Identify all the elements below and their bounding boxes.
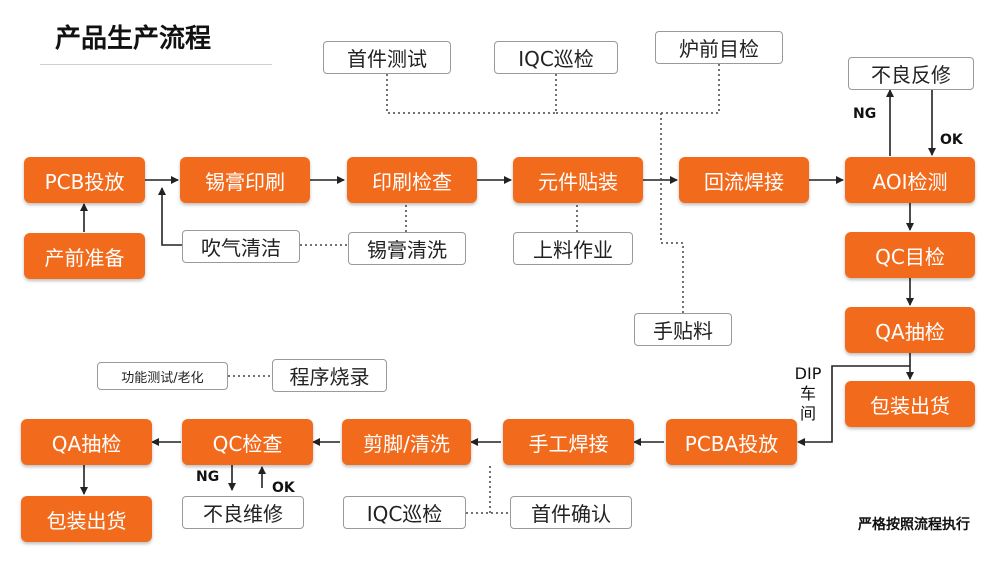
note-program-burn[interactable]: 程序烧录	[272, 359, 387, 392]
note-paste-wash[interactable]: 锡膏清洗	[348, 232, 466, 265]
note-iqc-patrol-2[interactable]: IQC巡检	[343, 496, 466, 529]
step-pcb-release[interactable]: PCB投放	[24, 157, 145, 203]
note-first-article-test[interactable]: 首件测试	[323, 41, 451, 74]
label-ng-qc: NG	[196, 469, 220, 485]
step-qc-visual[interactable]: QC目检	[845, 232, 975, 278]
title-underline	[40, 64, 272, 65]
label-dip-line-2: 车	[799, 384, 816, 403]
dotted-bus-to-manual	[660, 113, 684, 313]
step-pack-ship-1[interactable]: 包装出货	[845, 381, 975, 427]
arrow-blow-clean-feedback	[158, 187, 182, 246]
dotted-top-bus	[386, 74, 557, 114]
step-qa-sampling-2[interactable]: QA抽检	[21, 419, 152, 465]
label-dip-line-3: 间	[799, 404, 816, 423]
label-ok-aoi: OK	[940, 132, 963, 148]
step-paste-print[interactable]: 锡膏印刷	[180, 157, 310, 203]
label-dip-workshop: DIP 车 间	[788, 364, 828, 424]
note-feeder-work[interactable]: 上料作业	[513, 232, 633, 265]
step-pack-ship-2[interactable]: 包装出货	[21, 496, 152, 542]
step-component-mount[interactable]: 元件贴装	[513, 157, 643, 203]
step-qa-sampling-1[interactable]: QA抽检	[845, 307, 975, 353]
note-first-article-confirm[interactable]: 首件确认	[510, 496, 632, 529]
dotted-top-bus-right	[556, 64, 720, 114]
step-pcba-release[interactable]: PCBA投放	[666, 419, 797, 465]
arrow-qa-to-pcba	[797, 365, 910, 446]
note-pre-oven-check[interactable]: 炉前目检	[655, 31, 783, 64]
step-qc-inspect[interactable]: QC检查	[182, 419, 313, 465]
step-aoi[interactable]: AOI检测	[845, 157, 975, 203]
step-reflow[interactable]: 回流焊接	[679, 157, 809, 203]
note-manual-mount[interactable]: 手贴料	[634, 313, 732, 346]
note-iqc-patrol-1[interactable]: IQC巡检	[494, 41, 618, 74]
label-ok-qc: OK	[272, 480, 295, 496]
footer-note: 严格按照流程执行	[858, 517, 970, 533]
step-print-inspect[interactable]: 印刷检查	[347, 157, 477, 203]
page-title: 产品生产流程	[55, 24, 212, 54]
step-trim-clean[interactable]: 剪脚/清洗	[342, 419, 471, 465]
note-blow-clean[interactable]: 吹气清洁	[182, 230, 300, 263]
label-ng-aoi: NG	[853, 106, 877, 122]
note-function-test[interactable]: 功能测试/老化	[97, 362, 228, 390]
note-defect-repair-2[interactable]: 不良维修	[182, 496, 304, 529]
note-defect-rework-1[interactable]: 不良反修	[848, 57, 974, 90]
label-dip: DIP	[794, 364, 822, 383]
step-pre-production[interactable]: 产前准备	[24, 233, 145, 279]
step-hand-solder[interactable]: 手工焊接	[503, 419, 634, 465]
